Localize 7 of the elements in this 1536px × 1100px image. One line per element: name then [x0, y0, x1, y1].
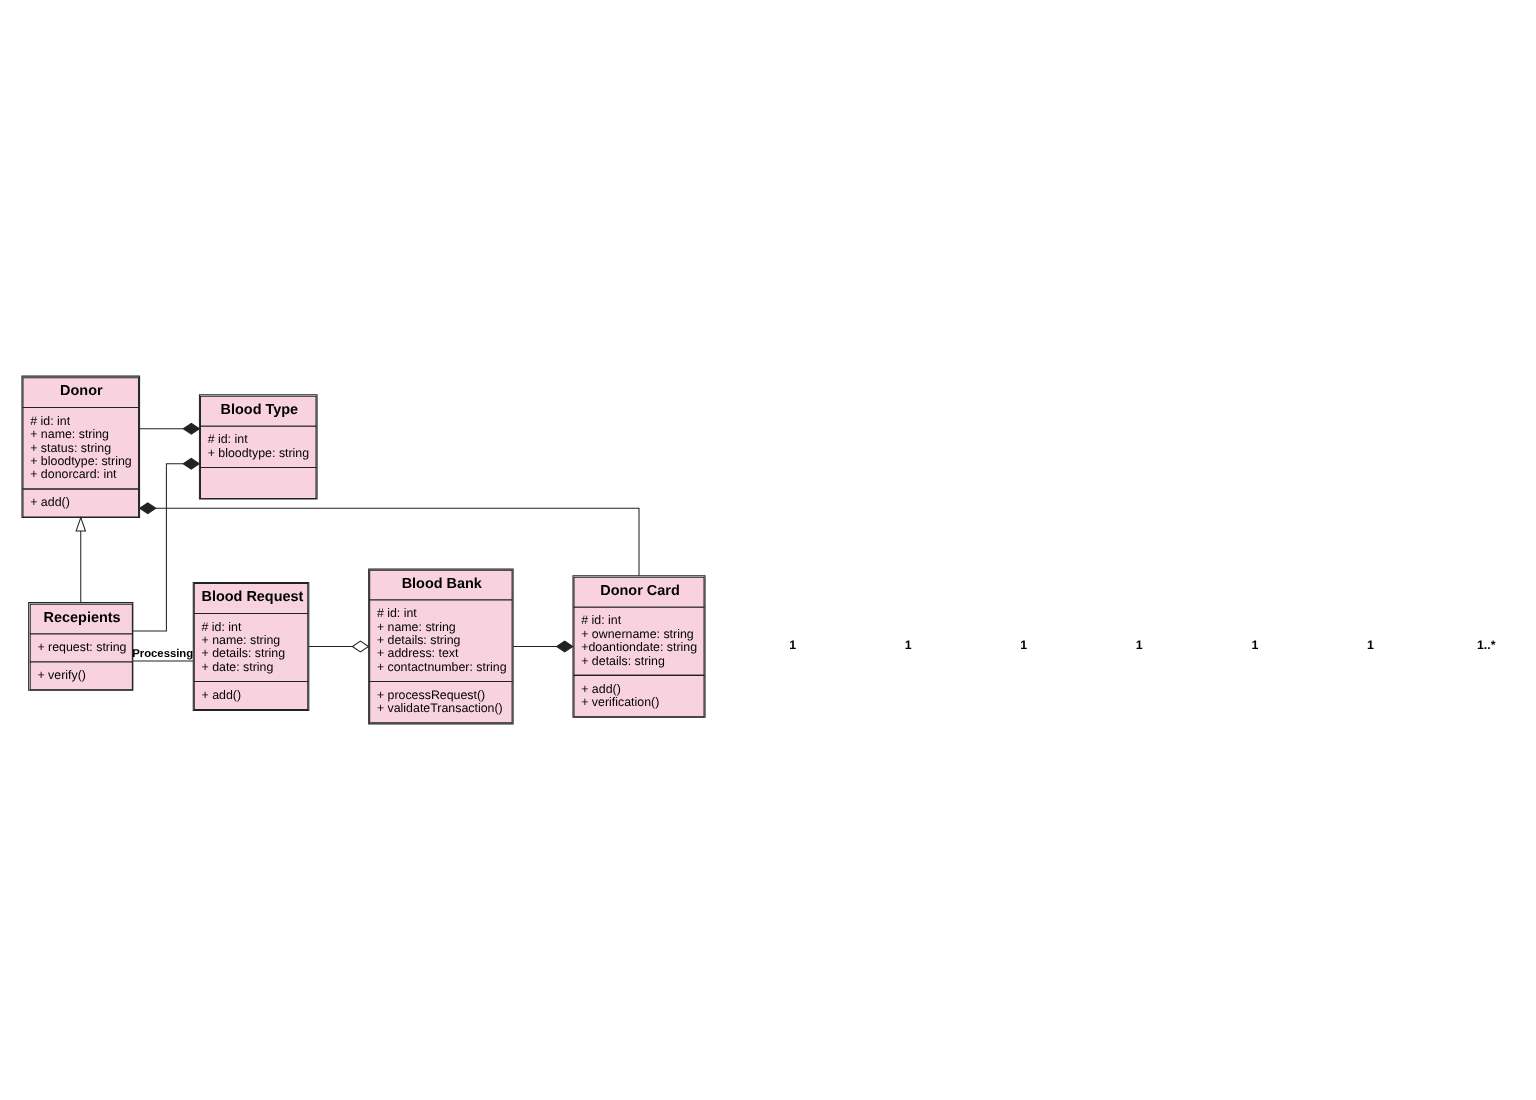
connector — [139, 422, 201, 435]
connector — [132, 660, 194, 662]
arrow — [75, 516, 87, 603]
connector — [132, 457, 201, 632]
connector — [308, 640, 370, 653]
connector — [512, 640, 574, 653]
connector — [138, 502, 640, 577]
